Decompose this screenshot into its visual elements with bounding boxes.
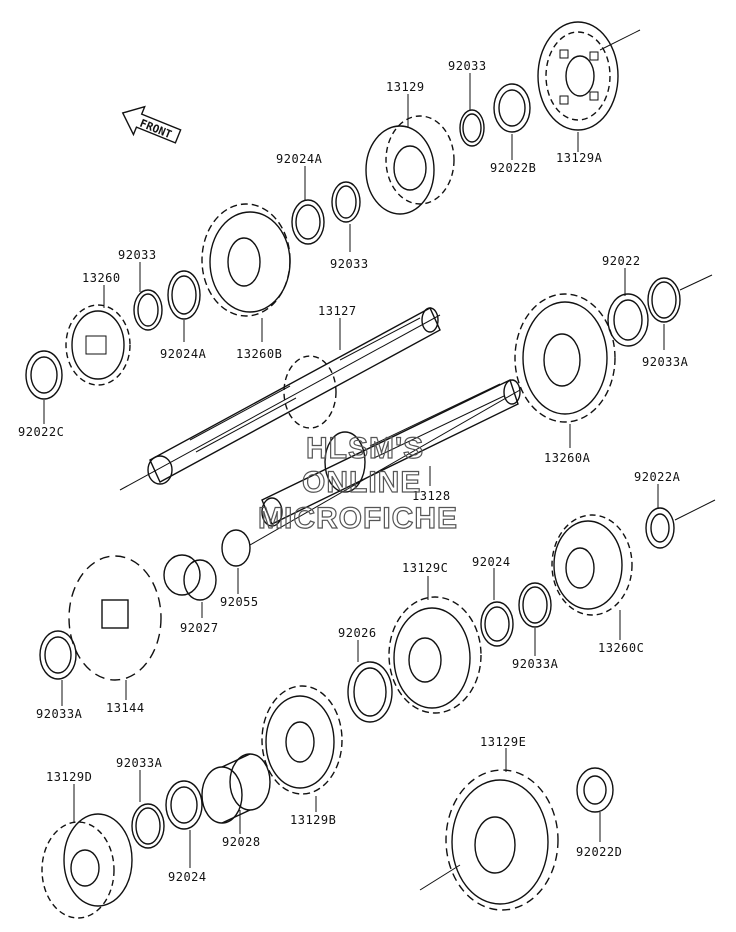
label-13260B: 13260B	[236, 347, 282, 361]
gear-13129A	[537, 21, 619, 131]
label-13129C: 13129C	[402, 561, 448, 575]
gear-13260	[65, 304, 131, 386]
gear-13129D	[41, 813, 133, 919]
label-92024-low: 92024	[168, 870, 207, 884]
label-92024A-left: 92024A	[160, 347, 207, 361]
ring-92022B	[493, 83, 531, 133]
label-92022D: 92022D	[576, 845, 622, 859]
gear-13129B	[261, 685, 343, 795]
shaft-13127	[147, 307, 441, 485]
label-92055: 92055	[220, 595, 259, 609]
label-92033-left: 92033	[118, 248, 157, 262]
label-13260A: 13260A	[544, 451, 591, 465]
label-92033-mid: 92033	[330, 257, 369, 271]
watermark-line-3: MICROFICHE	[258, 502, 458, 535]
front-arrow-icon: FRONT	[121, 105, 182, 144]
label-13128: 13128	[412, 489, 451, 503]
sprocket-13144	[68, 555, 162, 681]
ring-92033-mid	[331, 181, 361, 223]
label-92028: 92028	[222, 835, 261, 849]
label-13260C: 13260C	[598, 641, 644, 655]
gear-13129C	[388, 596, 482, 714]
shaft-13128	[261, 379, 521, 527]
ring-92033A-low	[131, 803, 165, 849]
gear-13129	[365, 115, 455, 215]
label-92022B: 92022B	[490, 161, 536, 175]
gear-13129E	[445, 769, 559, 911]
ring-92024-low	[165, 780, 203, 830]
label-13129: 13129	[386, 80, 425, 94]
ring-92022D	[576, 767, 614, 813]
label-92022C: 92022C	[18, 425, 64, 439]
label-92022A: 92022A	[634, 470, 681, 484]
label-92033A-right: 92033A	[642, 355, 689, 369]
ring-92033A-mid	[518, 582, 552, 628]
gear-13260A	[514, 293, 616, 423]
label-92024-mid: 92024	[472, 555, 511, 569]
watermark-line-2: ONLINE	[302, 466, 421, 499]
label-13129E: 13129E	[480, 735, 526, 749]
bushing-92028	[201, 753, 271, 824]
label-92027: 92027	[180, 621, 219, 635]
label-92033A-mid: 92033A	[512, 657, 559, 671]
ring-92033A-right	[647, 277, 681, 323]
ring-92024A-top	[291, 199, 325, 245]
ring-92022A	[645, 507, 675, 549]
label-92033A-left: 92033A	[36, 707, 83, 721]
ring-92022C	[25, 350, 63, 400]
label-13144: 13144	[106, 701, 145, 715]
axis-lines	[119, 29, 716, 891]
ring-92024A-left	[167, 270, 201, 320]
ring-92033-left	[133, 289, 163, 331]
label-92022: 92022	[602, 254, 641, 268]
label-13129B: 13129B	[290, 813, 336, 827]
ring-92033-top	[459, 109, 485, 147]
ring-92055	[221, 529, 251, 567]
label-92033A-low: 92033A	[116, 756, 163, 770]
label-13260: 13260	[82, 271, 121, 285]
watermark: HLSM'S ONLINE MICROFICHE	[257, 431, 458, 535]
label-92033-top: 92033	[448, 59, 487, 73]
part-labels: 92033 13129 92022B 13129A 92024A 92033 9…	[18, 59, 689, 884]
watermark-line-1: HLSM'S	[306, 432, 424, 465]
ring-92024-mid	[480, 601, 514, 647]
label-92024A-top: 92024A	[276, 152, 323, 166]
leader-lines	[43, 73, 665, 868]
gear-13260B	[201, 203, 291, 317]
label-13127: 13127	[318, 304, 357, 318]
ring-92022	[607, 293, 649, 347]
label-13129D: 13129D	[46, 770, 92, 784]
ring-92033A-left	[39, 630, 77, 680]
bushing-92027	[163, 554, 217, 601]
label-92026: 92026	[338, 626, 377, 640]
gear-13260C	[551, 514, 633, 616]
label-13129A: 13129A	[556, 151, 603, 165]
ring-92026	[347, 661, 393, 723]
